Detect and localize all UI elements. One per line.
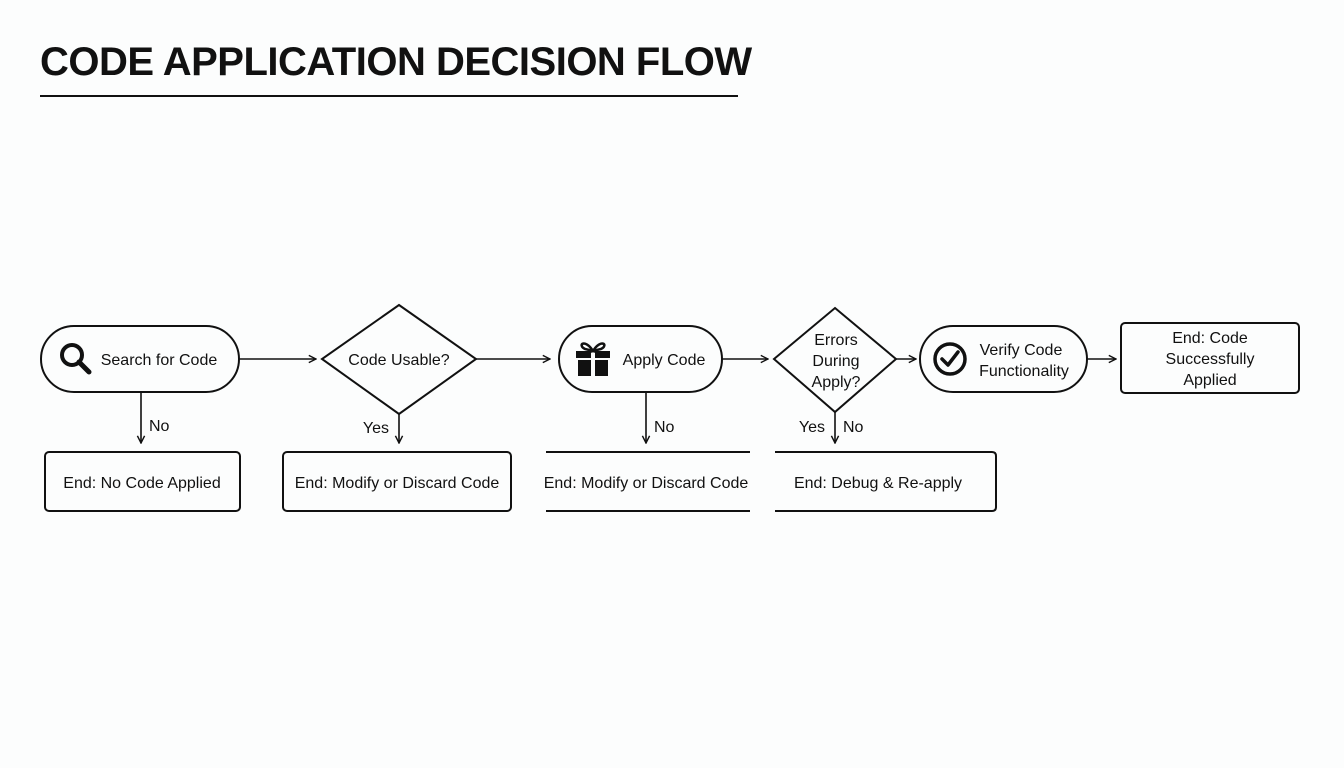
end-modify-1: End: Modify or Discard Code — [282, 451, 512, 512]
check-circle-icon — [933, 342, 967, 376]
search-icon — [60, 343, 92, 375]
node-success-line-3: Applied — [1183, 372, 1236, 389]
node-usable: Code Usable? — [320, 303, 478, 416]
node-errors-line-2: During — [812, 353, 859, 370]
end-modify-2-label: End: Modify or Discard Code — [544, 475, 749, 492]
node-search-label: Search for Code — [101, 352, 218, 369]
edge-label-errors-no: No — [843, 419, 864, 436]
node-errors-line-1: Errors — [814, 332, 858, 349]
node-errors: Errors During Apply? — [772, 306, 898, 414]
node-errors-line-3: Apply? — [812, 374, 861, 391]
end-debug-label: End: Debug & Re-apply — [794, 475, 962, 492]
end-modify-2: End: Modify or Discard Code — [544, 451, 750, 512]
node-verify: Verify Code Functionality — [919, 325, 1088, 393]
node-search: Search for Code — [40, 325, 240, 393]
node-apply: Apply Code — [558, 325, 723, 393]
gift-icon — [576, 342, 610, 376]
edge-label-usable-yes: Yes — [363, 420, 389, 437]
node-success-line-1: End: Code — [1172, 330, 1248, 347]
node-verify-line-1: Verify Code — [980, 342, 1063, 359]
end-no-code-label: End: No Code Applied — [63, 475, 220, 492]
node-success-line-2: Successfully — [1166, 351, 1255, 368]
end-no-code: End: No Code Applied — [44, 451, 241, 512]
end-modify-1-label: End: Modify or Discard Code — [295, 475, 500, 492]
edge-label-search-no: No — [149, 418, 170, 435]
node-success: End: Code Successfully Applied — [1120, 322, 1300, 394]
node-apply-label: Apply Code — [623, 352, 706, 369]
end-debug: End: Debug & Re-apply — [775, 451, 997, 512]
edge-label-errors-yes: Yes — [799, 419, 825, 436]
node-usable-label: Code Usable? — [348, 352, 450, 369]
edge-label-apply-no: No — [654, 419, 675, 436]
node-verify-line-2: Functionality — [979, 363, 1069, 380]
title-underline — [40, 95, 738, 97]
page-title: CODE APPLICATION DECISION FLOW — [40, 40, 752, 84]
